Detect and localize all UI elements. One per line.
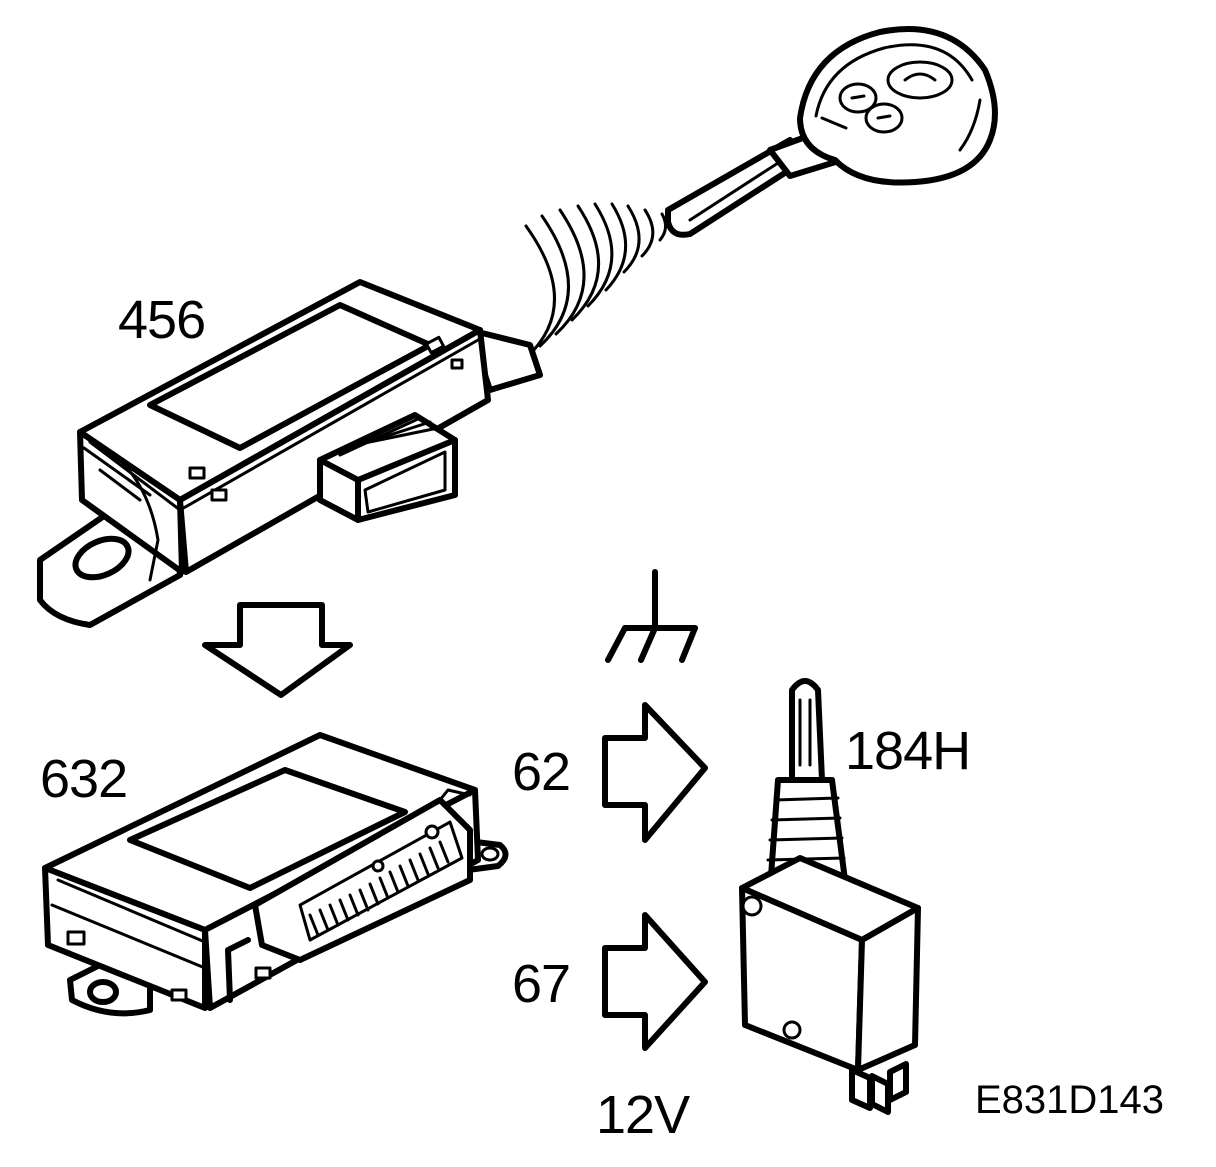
control-module-456 xyxy=(37,279,543,628)
label-lock-motor-184h: 184H xyxy=(845,721,971,781)
connector-pins xyxy=(308,840,450,937)
arrow-down-icon xyxy=(202,602,353,698)
ground-symbol-icon xyxy=(605,569,698,663)
arrow-right-icon xyxy=(602,702,708,843)
label-module-456: 456 xyxy=(118,290,206,350)
label-voltage: 12V xyxy=(596,1085,690,1145)
engine-module-632 xyxy=(42,732,509,1017)
radio-signal-icon xyxy=(524,202,667,358)
remote-key-icon xyxy=(665,26,998,238)
arrow-right-icon xyxy=(602,912,708,1051)
label-module-632: 632 xyxy=(40,749,128,809)
figure-code: E831D143 xyxy=(975,1078,1165,1122)
lock-motor-184h xyxy=(739,678,921,1115)
label-pin-62: 62 xyxy=(512,742,571,802)
label-pin-67: 67 xyxy=(512,954,571,1014)
